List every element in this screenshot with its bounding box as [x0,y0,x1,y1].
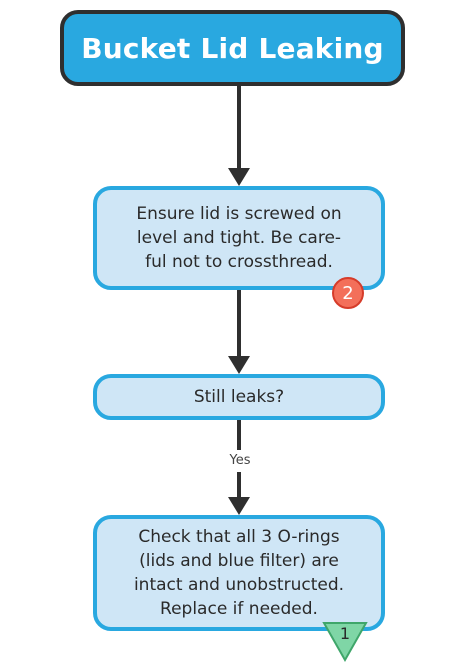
step-check-line-1: Check that all 3 O-rings [138,527,340,547]
step-ensure-lid: Ensure lid is screwed on level and tight… [93,186,385,290]
step-check-line-3: intact and unobstructed. [133,575,345,595]
step-number-badge-2: 2 [332,277,364,309]
edge-label-yes: Yes [223,452,257,470]
decision-still-leaks-label: Still leaks? [193,387,285,407]
step-number-badge-1: 1 [339,624,351,643]
arrowhead-to-leaks [228,356,250,374]
step-check-o-rings: Check that all 3 O-rings (lids and blue … [93,515,385,631]
flowchart-title: Bucket Lid Leaking [81,31,384,65]
step-check-line-2: (lids and blue filter) are [139,551,339,571]
step-ensure-line-3: ful not to crossthread. [145,252,333,272]
step-check-line-4: Replace if needed. [160,599,318,619]
title-box: Bucket Lid Leaking [60,10,405,86]
triangle-badge-icon [322,622,368,663]
decision-still-leaks: Still leaks? [93,374,385,420]
arrowhead-to-ensure [228,168,250,186]
step-ensure-line-2: level and tight. Be care- [136,228,342,248]
arrowhead-to-check [228,497,250,515]
step-ensure-line-1: Ensure lid is screwed on [136,204,342,224]
